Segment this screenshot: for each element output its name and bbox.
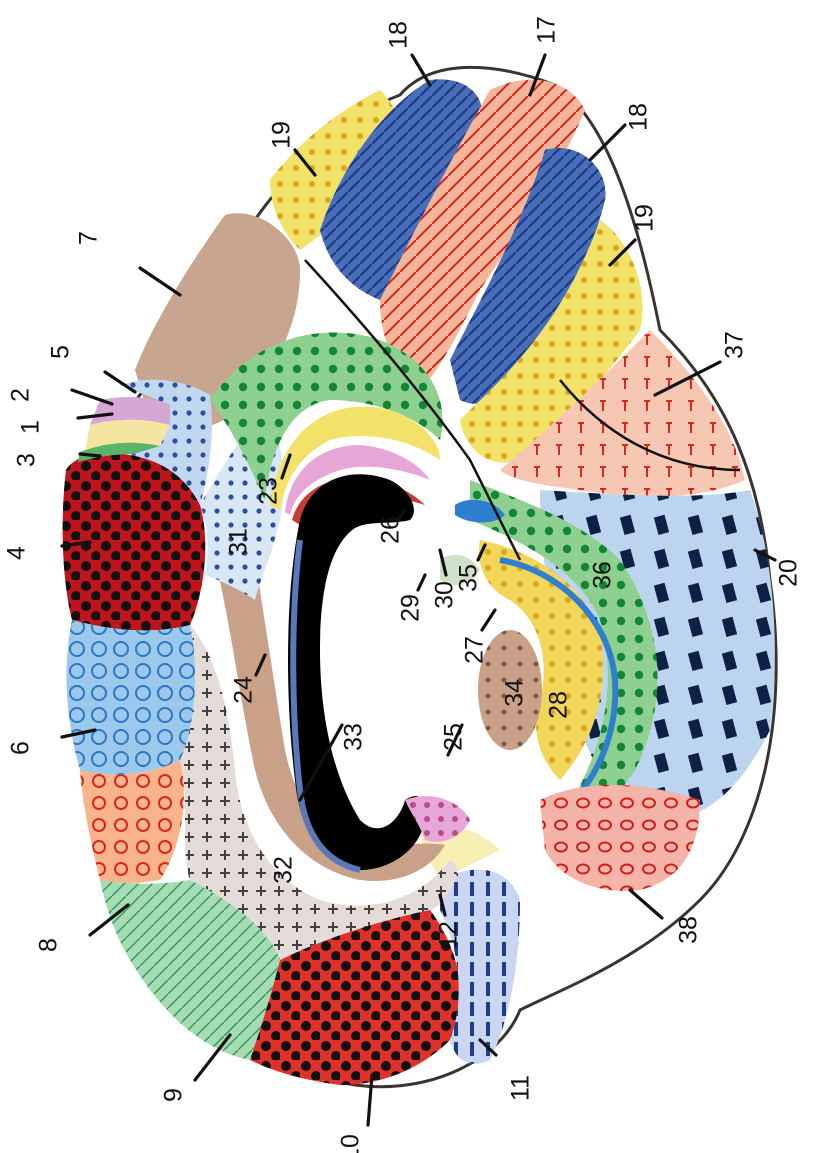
area-label-18: 18 [385,21,413,49]
area-label-12: 12 [435,921,463,949]
area-label-9: 9 [160,1088,188,1102]
area-label-6: 6 [7,741,35,755]
area-label-26: 26 [377,516,405,544]
area-label-27: 27 [461,636,489,664]
area-label-32: 32 [270,856,298,884]
area-label-4: 4 [3,546,31,560]
leader-line-5 [105,372,135,392]
area-label-10: 10 [337,1134,365,1153]
leader-line-29 [418,575,425,590]
area-label-24: 24 [230,676,258,704]
area-label-7: 7 [75,231,103,245]
area-label-34: 34 [501,679,529,707]
area-label-28: 28 [545,691,573,719]
area-label-2: 2 [7,388,35,402]
area-label-19: 19 [631,204,659,232]
area-label-38: 38 [675,916,703,944]
area-label-33: 33 [340,723,368,751]
leader-line-38 [630,890,662,918]
area-38-texture [540,785,700,891]
area-label-20: 20 [775,559,803,587]
area-label-5: 5 [47,345,75,359]
leader-line-27 [482,610,495,630]
area-label-19: 19 [268,121,296,149]
leader-line-2 [72,390,112,404]
area-label-17: 17 [533,16,561,44]
area-label-37: 37 [721,331,749,359]
area-label-18: 18 [625,103,653,131]
area-label-35: 35 [455,564,483,592]
area-label-31: 31 [225,528,253,556]
area-label-23: 23 [255,477,283,505]
area-label-29: 29 [397,594,425,622]
area-8-texture [80,760,184,884]
corpus-callosum [288,474,426,870]
leader-line-3 [80,454,100,456]
area-label-3: 3 [13,453,41,467]
area-label-25: 25 [440,723,468,751]
area-6-texture [66,620,195,774]
area-label-1: 1 [17,420,45,434]
leader-line-7 [140,268,180,295]
leader-line-10 [368,1075,372,1125]
area-label-36: 36 [589,561,617,589]
area-label-8: 8 [35,938,63,952]
area-label-11: 11 [507,1075,535,1101]
